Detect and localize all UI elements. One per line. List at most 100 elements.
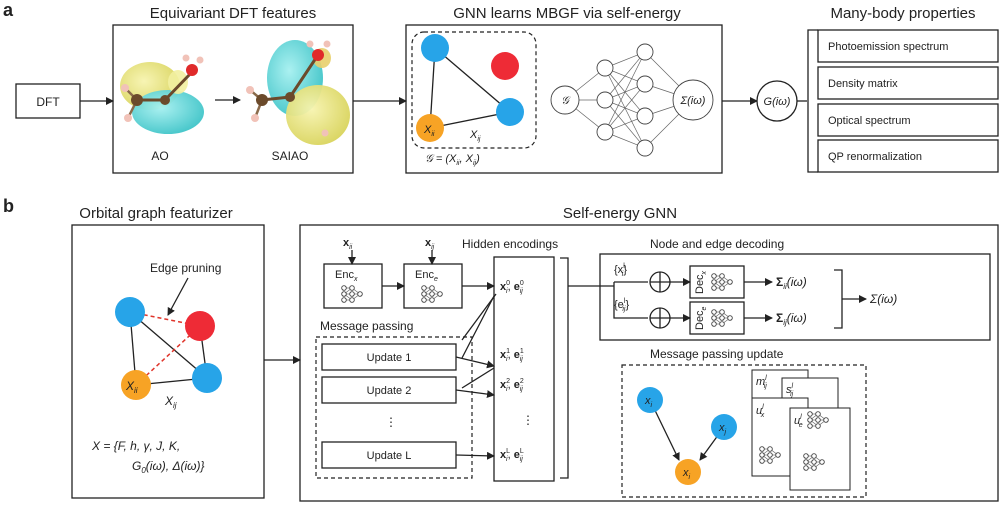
mpu-xi2-label: xi [682,467,691,481]
property-qp: QP renormalization [828,151,922,163]
panel-b-letter: b [3,196,14,216]
enc-x-label: Encx [335,269,358,283]
mp-vdots: ⋮ [385,415,397,429]
feature-set-line1: X = {F, h, γ, J, K, [91,439,180,453]
panel-a-letter: a [3,0,14,20]
hidden-vdots: ⋮ [522,413,534,427]
featurizer-box [71,224,265,499]
dec-e-nn-icon [711,309,733,327]
dec-x-label: Decx [694,270,708,294]
update-1-label: Update 1 [367,352,412,364]
properties-title: Many-body properties [830,5,975,22]
input-x: xii [343,237,353,251]
hidden-bracket [560,257,569,479]
decoding-box [599,253,991,341]
plus-icon-e [650,308,670,328]
b-node-blue-top [115,297,145,327]
property-density: Density matrix [828,78,898,90]
molecular-graph-b [115,297,222,400]
b-node-blue-right [192,363,222,393]
hidden-title: Hidden encodings [462,237,558,251]
graph-dashed-box [411,31,537,149]
sigma-a-label: Σ(iω) [680,95,706,107]
node-blue-top [421,34,449,62]
input-e: xij [425,237,435,251]
property-box-optical [817,103,999,137]
gnn-a-box [405,24,723,174]
edge-pruning-arrow [167,277,189,316]
molecular-graph-a [416,34,524,142]
b-node-orange [121,370,151,400]
property-box-qp [817,139,999,173]
features-title: Equivariant DFT features [150,5,316,22]
gnn-b-box [299,224,999,502]
b-xii-label: Xii [125,379,138,395]
property-box-photoemission [817,29,999,63]
decoding-title: Node and edge decoding [650,237,784,251]
mpu-node-xi [637,387,663,413]
node-blue-right [496,98,524,126]
enc-e-nn-icon [421,285,443,303]
decoding-split-lines [600,282,648,319]
property-photoemission: Photoemission spectrum [828,41,948,53]
mpu-node-xi-target [675,459,701,485]
gnn-a-title: GNN learns MBGF via self-energy [453,5,681,22]
featurizer-title: Orbital graph featurizer [79,205,232,222]
mpu-xj-label: xj [718,422,727,436]
b-node-red [185,311,215,341]
mp-dashed-box [315,336,473,479]
feature-set-line2: G0(iω), Δ(iω)} [132,459,205,475]
nn-input-label: 𝒢 [561,95,571,107]
dec-x-nn-icon [711,273,733,291]
green-function-label: G(iω) [764,96,791,108]
hidden-box [493,256,555,482]
b-xij-label: Xij [164,394,177,410]
mpu-node-xj [711,414,737,440]
ao-orbital-image [120,54,204,134]
property-box-density [817,66,999,100]
properties-bracket [807,29,818,173]
sigma-ii-label: Σii(iω) [776,275,807,291]
sigma-bracket [834,269,843,329]
dft-label: DFT [36,95,60,109]
enc-e-label: Ence [415,269,438,283]
gnn-b-title: Self-energy GNN [563,205,677,222]
mpu-title: Message passing update [650,347,784,361]
graph-formula: 𝒢 = (Xii, Xij) [425,153,480,167]
mpu-nn-stack [751,369,851,491]
sigma-total-label: Σ(iω) [869,292,897,306]
saiao-orbital-image [246,40,350,145]
edge-pruning-label: Edge pruning [150,261,221,275]
mpu-xi-label: xi [644,395,653,409]
update-l-label: Update L [367,450,412,462]
mpu-graph [637,387,737,485]
sigma-ij-label: Σij(iω) [776,311,807,327]
ao-label: AO [151,149,168,163]
mp-connections [455,293,497,460]
mp-title: Message passing [320,319,413,333]
features-box [112,24,354,174]
plus-icon-x [650,272,670,292]
saiao-label: SAIAO [272,149,309,163]
node-orange [416,114,444,142]
mpu-dashed-box [621,364,867,498]
property-optical: Optical spectrum [828,115,911,127]
update-2-label: Update 2 [367,385,412,397]
properties-list: Photoemission spectrum Density matrix Op… [817,29,999,173]
neural-network-a [550,43,714,157]
edge-xij-label: Xij [469,129,481,143]
node-xii-label: Xii [423,124,435,138]
enc-x-nn-icon [341,285,363,303]
node-red [491,52,519,80]
